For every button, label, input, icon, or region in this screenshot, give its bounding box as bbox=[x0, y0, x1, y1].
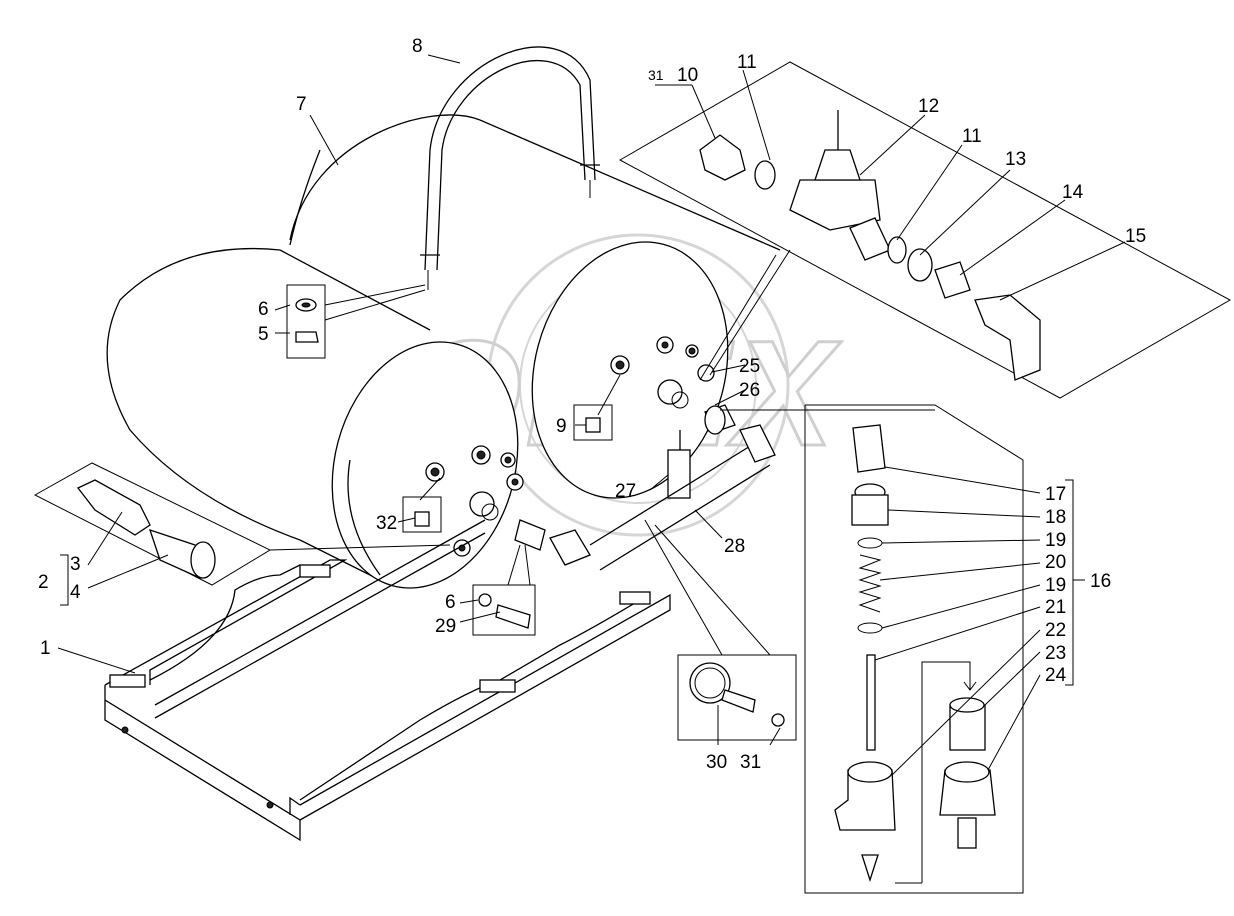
label-19-upper: 19 bbox=[1045, 530, 1066, 551]
label-11-right: 11 bbox=[962, 126, 982, 147]
regulator-kit-box bbox=[618, 61, 1232, 399]
label-20: 20 bbox=[1045, 552, 1066, 573]
label-6-lower: 6 bbox=[445, 592, 456, 613]
pipe-assembly bbox=[514, 404, 776, 571]
label-31-bottom: 31 bbox=[740, 752, 761, 773]
label-4: 4 bbox=[70, 582, 81, 603]
valve-insert-box bbox=[804, 404, 1024, 894]
label-22: 22 bbox=[1045, 620, 1066, 641]
mounting-frame bbox=[104, 519, 671, 842]
label-11-left: 11 bbox=[737, 52, 757, 73]
label-13: 13 bbox=[1005, 149, 1026, 170]
label-1: 1 bbox=[40, 638, 51, 659]
label-32: 32 bbox=[376, 513, 397, 534]
fittings-group bbox=[286, 284, 613, 636]
label-24: 24 bbox=[1045, 665, 1067, 686]
valve-kit-box bbox=[33, 462, 272, 586]
label-29: 29 bbox=[435, 616, 456, 637]
label-28: 28 bbox=[724, 536, 745, 557]
air-tank bbox=[106, 114, 781, 589]
label-16: 16 bbox=[1090, 571, 1111, 592]
part-labels: 1 2 3 4 5 6 6 7 8 9 31 10 11 12 11 13 14… bbox=[38, 36, 1146, 773]
leader-lines bbox=[57, 54, 1126, 776]
label-30: 30 bbox=[706, 752, 727, 773]
label-3: 3 bbox=[70, 554, 81, 575]
label-5: 5 bbox=[258, 324, 269, 345]
label-21: 21 bbox=[1045, 597, 1066, 618]
label-27: 27 bbox=[615, 481, 636, 502]
label-8: 8 bbox=[412, 36, 423, 57]
label-26: 26 bbox=[739, 380, 760, 401]
tank-strap bbox=[420, 46, 600, 290]
label-14: 14 bbox=[1062, 182, 1084, 203]
label-17: 17 bbox=[1045, 484, 1066, 505]
label-7: 7 bbox=[296, 94, 307, 115]
label-12: 12 bbox=[918, 96, 939, 117]
label-23: 23 bbox=[1045, 643, 1066, 664]
label-6-upper: 6 bbox=[258, 299, 269, 320]
label-31-top: 31 bbox=[648, 67, 664, 83]
label-19-lower: 19 bbox=[1045, 575, 1066, 596]
label-10: 10 bbox=[677, 65, 698, 86]
label-25: 25 bbox=[739, 356, 760, 377]
label-15: 15 bbox=[1125, 226, 1146, 247]
gauge-box bbox=[677, 654, 797, 741]
label-2: 2 bbox=[38, 572, 49, 593]
label-18: 18 bbox=[1045, 507, 1066, 528]
label-9: 9 bbox=[556, 416, 567, 437]
